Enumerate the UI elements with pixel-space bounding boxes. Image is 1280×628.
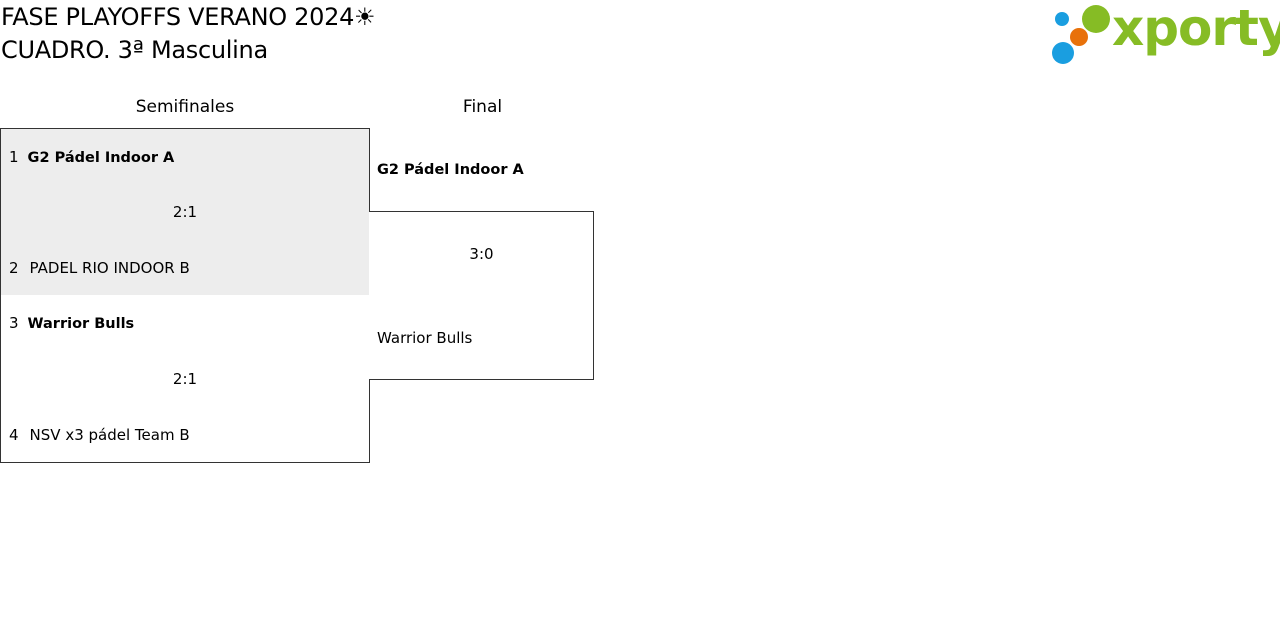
logo-dot-green bbox=[1082, 5, 1110, 33]
final-loser-name: Warrior Bulls bbox=[377, 329, 473, 347]
semifinal-match-1[interactable]: 1 G2 Pádel Indoor A 2:1 2 PADEL RIO INDOOR… bbox=[0, 128, 370, 296]
logo-dot-blue-large bbox=[1052, 42, 1074, 64]
seed-number: 2 bbox=[9, 259, 19, 277]
logo-wordmark: xporty bbox=[1112, 0, 1280, 57]
seed-number: 3 bbox=[9, 314, 19, 332]
team-name: PADEL RIO INDOOR B bbox=[29, 259, 190, 277]
match-score: 2:1 bbox=[172, 370, 198, 388]
logo-dot-blue-small bbox=[1055, 12, 1069, 26]
seed-number: 1 bbox=[9, 148, 19, 166]
semifinal-match-2[interactable]: 3 Warrior Bulls 2:1 4 NSV x3 pádel Team B bbox=[0, 295, 370, 463]
final-match-bracket[interactable] bbox=[369, 211, 594, 380]
team-name-winner: G2 Pádel Indoor A bbox=[27, 150, 175, 166]
page-subtitle: CUADRO. 3ª Masculina bbox=[1, 36, 268, 64]
team-row: 3 Warrior Bulls bbox=[9, 313, 134, 334]
final-winner-name: G2 Pádel Indoor A bbox=[377, 162, 524, 178]
final-score: 3:0 bbox=[469, 245, 494, 263]
team-name-winner: Warrior Bulls bbox=[27, 316, 135, 332]
final-heading: Final bbox=[462, 97, 503, 117]
team-row: 4 NSV x3 pádel Team B bbox=[9, 425, 190, 445]
semifinals-heading: Semifinales bbox=[135, 97, 235, 117]
page-title: FASE PLAYOFFS VERANO 2024☀ bbox=[1, 3, 376, 31]
team-row: 1 G2 Pádel Indoor A bbox=[9, 147, 174, 168]
seed-number: 4 bbox=[9, 426, 19, 444]
team-name: NSV x3 pádel Team B bbox=[29, 426, 190, 444]
xporty-logo: xporty bbox=[1050, 0, 1280, 68]
logo-dot-orange bbox=[1070, 28, 1088, 46]
team-row: 2 PADEL RIO INDOOR B bbox=[9, 258, 190, 278]
match-score: 2:1 bbox=[172, 203, 198, 221]
